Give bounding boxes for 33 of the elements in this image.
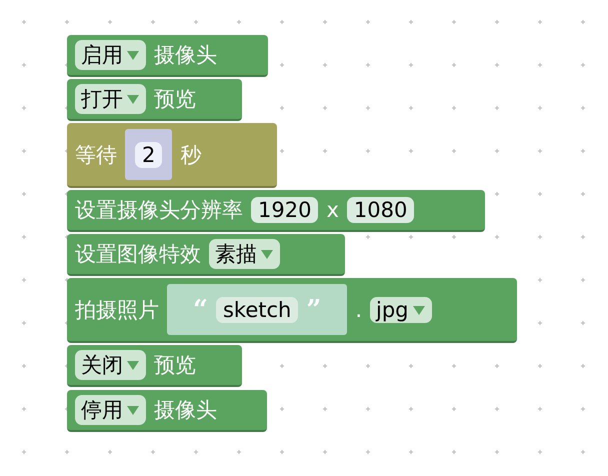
code-block [67, 190, 485, 232]
block-label: 等待 [75, 142, 117, 168]
input-field: 2 [135, 142, 162, 168]
block-label: x [326, 198, 339, 222]
block-label: 拍摄照片 [75, 296, 159, 324]
code-block [67, 35, 268, 77]
block-label: 摄像头 [154, 42, 217, 69]
input-field: 1920 [251, 197, 318, 223]
code-block [67, 278, 517, 343]
code-block [67, 345, 242, 387]
code-block [67, 79, 242, 121]
quote-mark: “ [193, 294, 208, 324]
block-label: 秒 [180, 142, 202, 168]
input-field: 1080 [346, 197, 414, 223]
code-block [67, 234, 345, 276]
dropdown: 关闭 [75, 350, 146, 380]
block-label: 预览 [154, 352, 196, 379]
quote-mark: ” [306, 294, 322, 324]
code-block [67, 123, 277, 188]
block-label: 预览 [154, 86, 196, 113]
number-block [125, 128, 172, 180]
block-label: 设置图像特效 [75, 241, 201, 268]
code-block [67, 390, 267, 432]
input-field: sketch [216, 296, 298, 322]
block-label: 设置摄像头分辨率 [75, 197, 243, 224]
dropdown: jpg [370, 296, 432, 322]
block-label: 摄像头 [154, 397, 217, 424]
text-block [167, 284, 348, 336]
dropdown: 素描 [209, 239, 280, 269]
dropdown: 打开 [75, 84, 146, 114]
dropdown: 停用 [75, 395, 146, 425]
block-label: . [355, 298, 362, 322]
dropdown: 启用 [75, 40, 146, 70]
